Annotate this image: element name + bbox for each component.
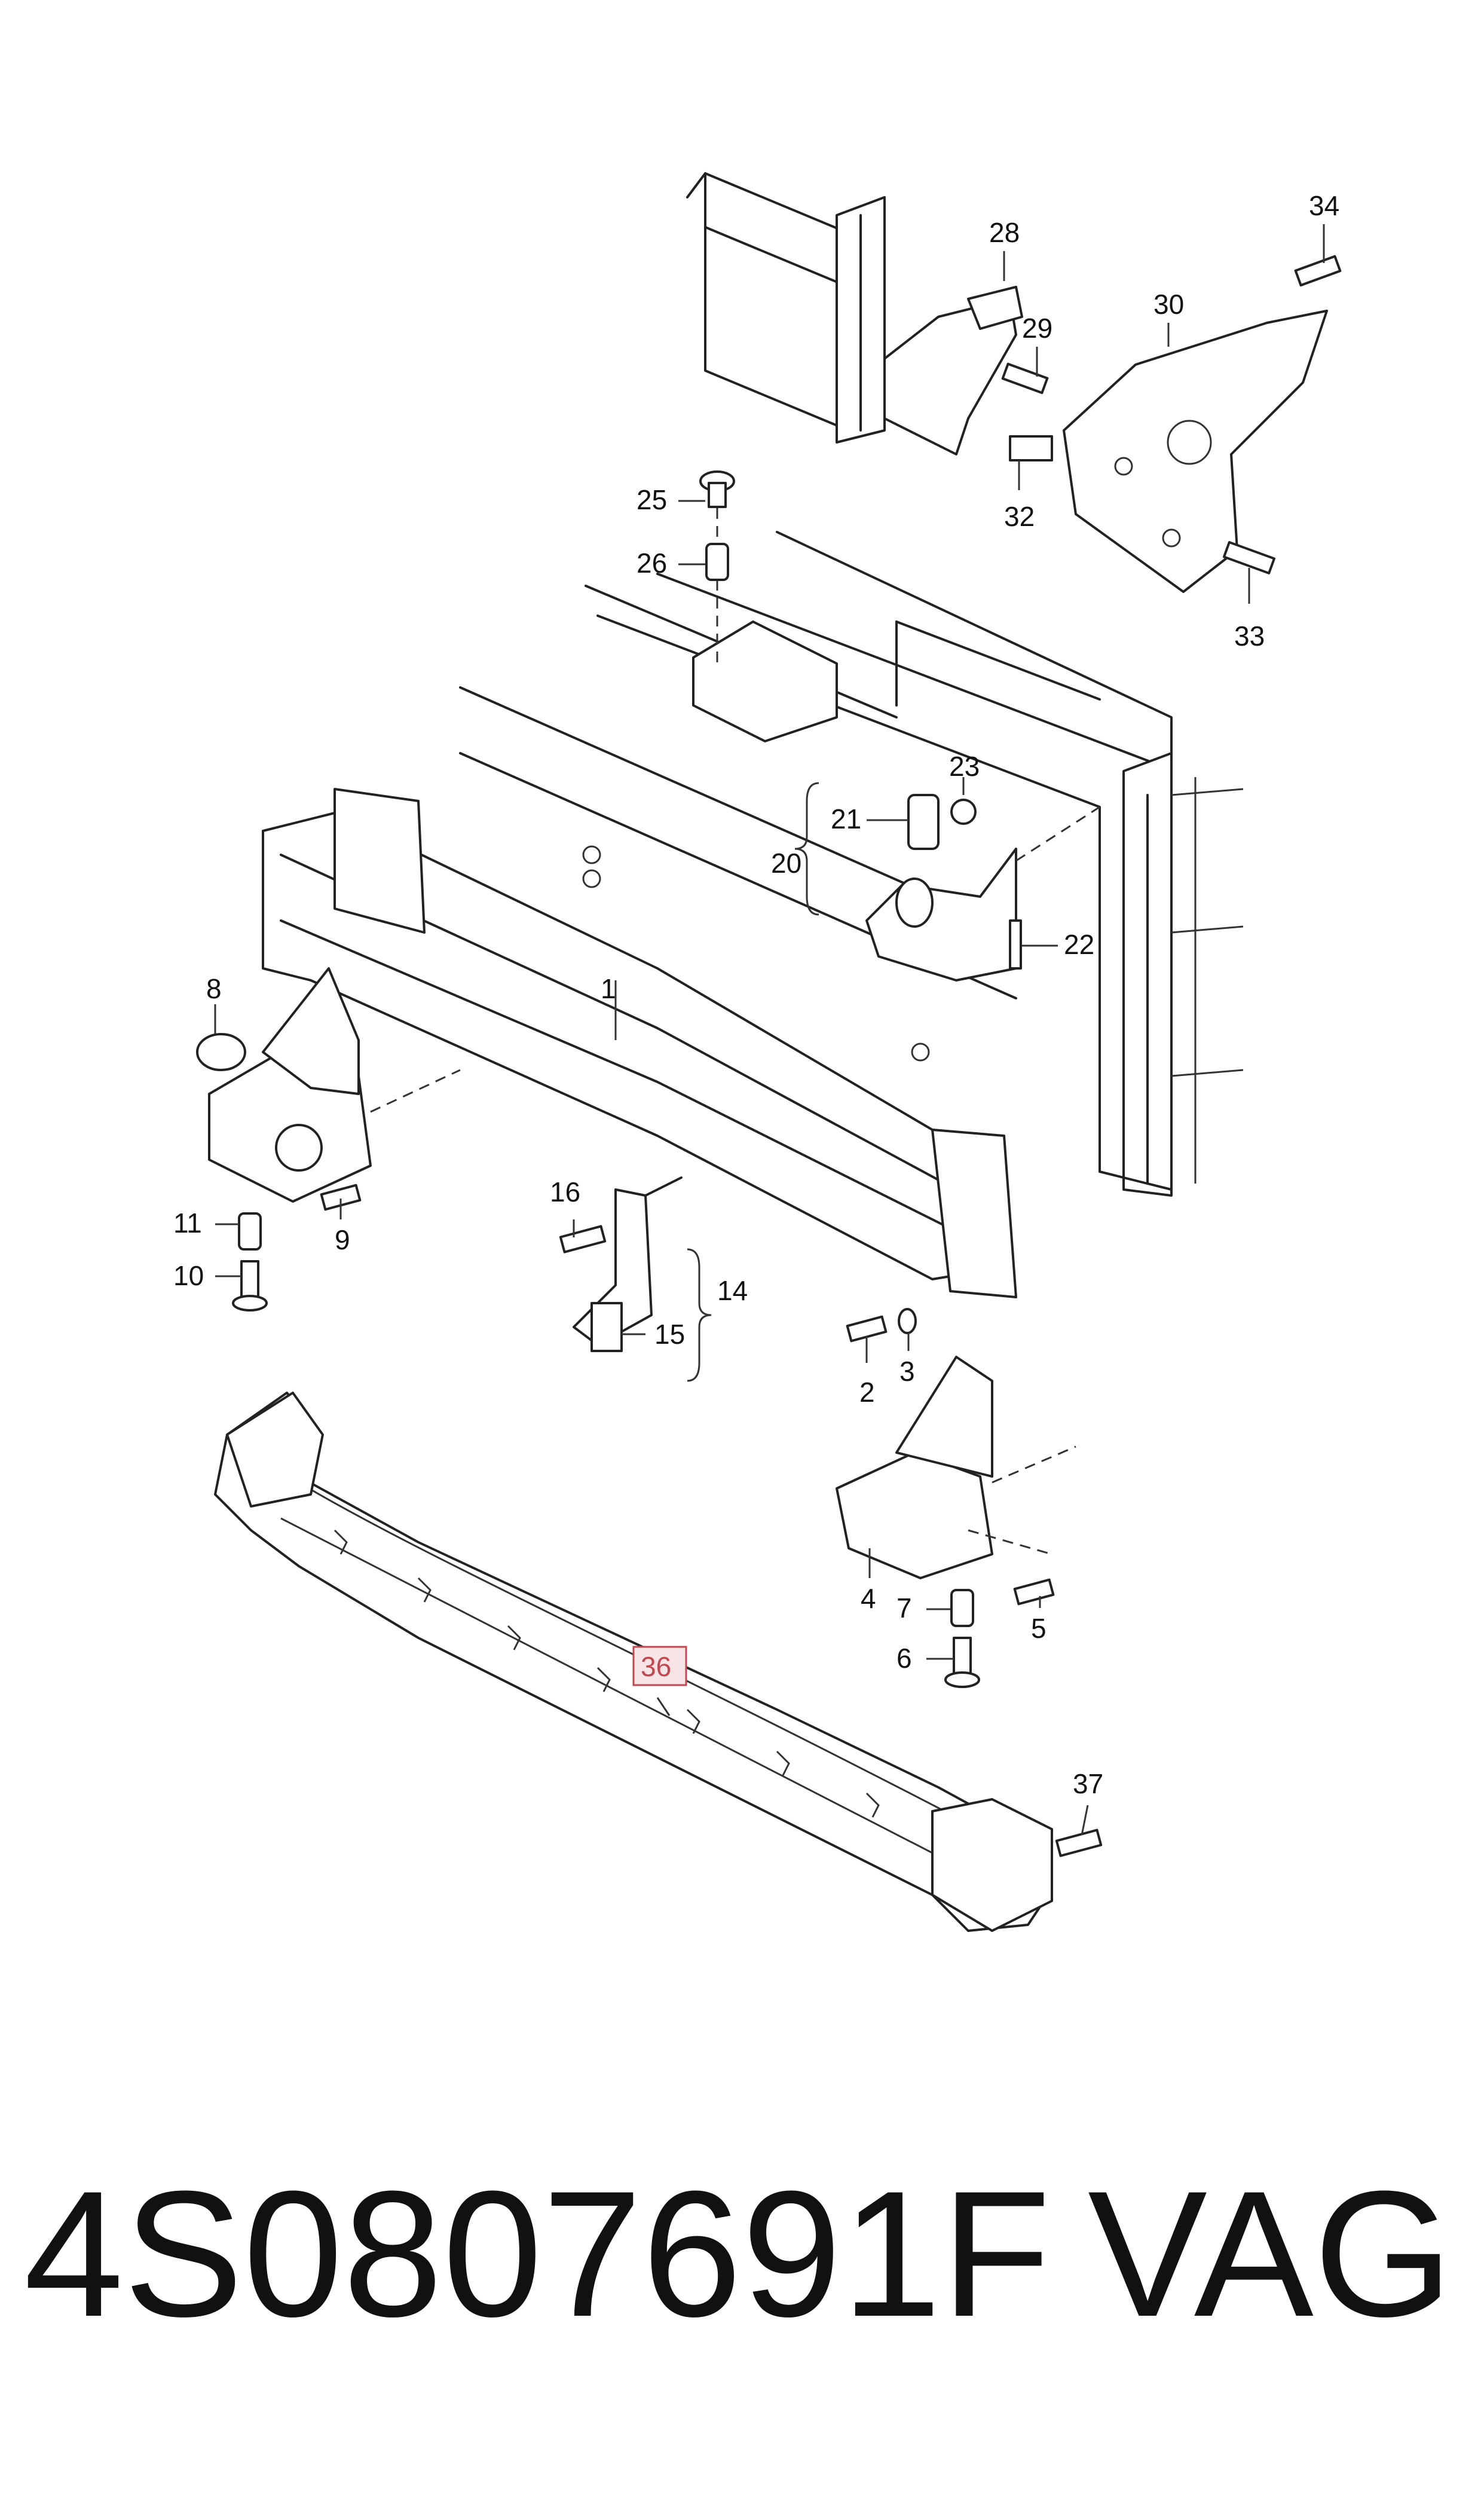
- callout-10: 10: [173, 1260, 204, 1291]
- callout-34: 34: [1309, 190, 1339, 221]
- bolt-9-icon: [320, 1184, 362, 1211]
- part-number: 4S0807691F: [24, 2153, 1051, 2354]
- washer-3-icon: [898, 1308, 917, 1334]
- part-25-26-hood-stop: [692, 508, 838, 742]
- callout-26: 26: [637, 548, 667, 579]
- callout-30: 32: [1004, 501, 1035, 532]
- nut-23-icon: [950, 799, 977, 825]
- callout-5: 5: [1031, 1613, 1047, 1644]
- part-20-lock-bracket: [865, 806, 1100, 982]
- leader-lines: [214, 224, 1325, 1836]
- callout-8: 8: [206, 973, 222, 1004]
- callout-4: 4: [861, 1583, 876, 1614]
- part-8-crash-box-left: [196, 967, 461, 1203]
- bolt-5-icon: [1013, 1578, 1055, 1606]
- screw-37-icon: [1055, 1829, 1103, 1857]
- part-4-crash-box-right: [836, 1356, 1076, 1579]
- callout-36: 36: [641, 1651, 671, 1682]
- part-1-bumper-carrier: [262, 788, 1017, 1298]
- callout-7: 7: [896, 1592, 912, 1624]
- screw-29-icon: [1001, 362, 1049, 395]
- screw-16-icon: [559, 1225, 607, 1254]
- callout-36-highlight: [632, 1646, 687, 1686]
- part-28-small-bracket: [883, 286, 1023, 455]
- footer: 4S0807691F VAG: [0, 2128, 1484, 2415]
- sleeve-26-icon: [705, 543, 729, 581]
- callout-1: 1: [601, 973, 616, 1004]
- brand-label: VAG: [1088, 2153, 1454, 2354]
- bolt-21-icon: [907, 794, 940, 850]
- callout-15: 15: [654, 1319, 685, 1350]
- radiator-support-frame: [686, 172, 886, 444]
- screw-2-icon: [846, 1315, 888, 1343]
- screw-34-icon: [1294, 255, 1342, 287]
- callout-labels: 34 28 30 29 32 33 25 26 23 21 20 22 1 8 …: [173, 190, 1339, 1799]
- callout-29: 29: [1022, 313, 1052, 344]
- parts-diagram: 34 28 30 29 32 33 25 26 23 21 20 22 1 8 …: [173, 172, 1342, 1932]
- callout-22: 22: [1064, 929, 1094, 960]
- sleeve-11-icon: [238, 1212, 262, 1251]
- bolt-25-icon: [699, 470, 735, 508]
- callout-28: 28: [989, 217, 1020, 248]
- callout-3: 3: [899, 1356, 915, 1387]
- callout-14: 14: [717, 1275, 748, 1306]
- clip-30-icon: [1009, 435, 1053, 461]
- callout-32: 30: [1153, 289, 1184, 320]
- callout-33: 33: [1234, 620, 1265, 652]
- clip-15-icon: [590, 1302, 623, 1352]
- part-32-upper-bracket: [1063, 310, 1328, 593]
- callout-23: 23: [949, 751, 980, 782]
- pin-22-icon: [1009, 919, 1022, 970]
- callout-2: 2: [859, 1377, 875, 1408]
- screw-33-icon: [1222, 541, 1276, 574]
- callout-20: 20: [771, 848, 801, 879]
- callout-25: 25: [637, 484, 667, 515]
- callout-37: 37: [1073, 1768, 1103, 1799]
- callout-11: 11: [173, 1207, 202, 1239]
- sleeve-7-icon: [950, 1589, 974, 1627]
- callout-6: 6: [896, 1643, 912, 1674]
- bolt-10-icon: [232, 1260, 268, 1312]
- callout-21: 21: [831, 803, 861, 834]
- callout-9: 9: [335, 1224, 350, 1255]
- callout-16: 16: [550, 1176, 580, 1207]
- fasteners: [232, 255, 1342, 1857]
- bolt-6-icon: [944, 1637, 980, 1688]
